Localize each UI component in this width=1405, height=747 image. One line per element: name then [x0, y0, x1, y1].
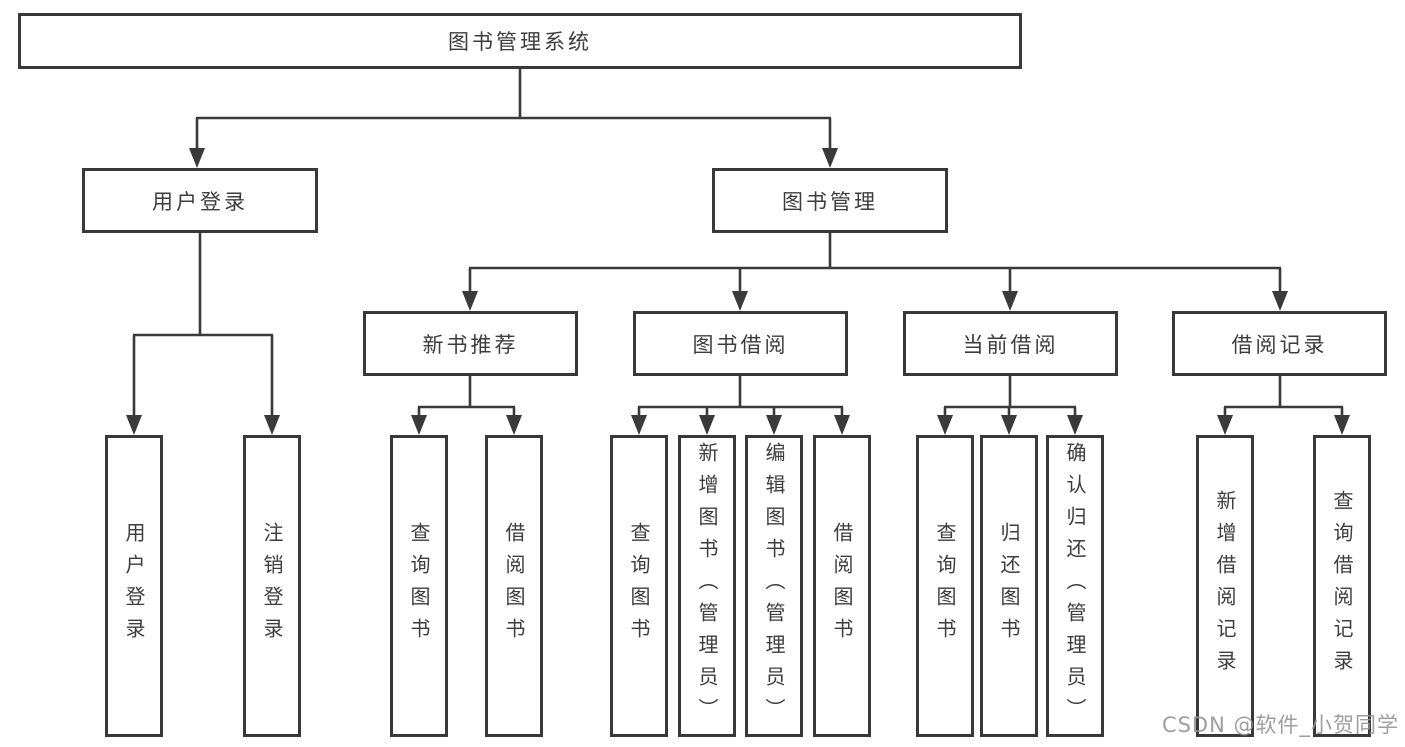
- leaf-edit-books-admin: 编辑图书（管理员）: [745, 435, 803, 737]
- node-label: 图书管理系统: [448, 30, 592, 54]
- node-label: 当前借阅: [962, 332, 1059, 357]
- leaf-logout: 注销登录: [243, 435, 301, 737]
- node-label: 用户登录: [122, 522, 146, 650]
- leaf-return-books: 归还图书: [980, 435, 1038, 737]
- leaf-query-books-borrow: 查询图书: [610, 435, 668, 737]
- csdn-watermark: CSDN @软件_小贺同学: [1161, 713, 1399, 737]
- node-label: 新增借阅记录: [1213, 490, 1237, 682]
- arrow-down-icon: [506, 415, 522, 435]
- node-library-management-system: 图书管理系统: [18, 13, 1022, 69]
- leaf-query-books-current: 查询图书: [916, 435, 974, 737]
- arrow-down-icon: [1217, 415, 1233, 435]
- node-label: 编辑图书（管理员）: [762, 442, 786, 730]
- node-label: 图书管理: [782, 189, 878, 214]
- node-new-book-recommend: 新书推荐: [363, 311, 578, 376]
- arrow-down-icon: [699, 415, 715, 435]
- arrow-down-icon: [126, 415, 142, 435]
- leaf-borrow-books: 借阅图书: [813, 435, 871, 737]
- node-label: 用户登录: [152, 189, 248, 214]
- arrow-down-icon: [937, 415, 953, 435]
- arrow-down-icon: [834, 415, 850, 435]
- node-label: 图书借阅: [692, 332, 789, 357]
- arrow-down-icon: [1002, 291, 1018, 311]
- arrow-down-icon: [411, 415, 427, 435]
- leaf-confirm-return-admin: 确认归还（管理员）: [1046, 435, 1104, 737]
- leaf-query-borrow-record: 查询借阅记录: [1313, 435, 1371, 737]
- node-book-management: 图书管理: [712, 168, 948, 233]
- node-label: 确认归还（管理员）: [1063, 442, 1087, 730]
- leaf-user-login: 用户登录: [105, 435, 163, 737]
- leaf-add-books-admin: 新增图书（管理员）: [678, 435, 736, 737]
- arrow-down-icon: [1272, 291, 1288, 311]
- node-current-borrow: 当前借阅: [903, 311, 1118, 376]
- arrow-down-icon: [631, 415, 647, 435]
- node-book-borrow: 图书借阅: [633, 311, 848, 376]
- arrow-down-icon: [732, 291, 748, 311]
- arrow-down-icon: [1334, 415, 1350, 435]
- node-label: 新书推荐: [422, 332, 519, 357]
- arrow-down-icon: [462, 291, 478, 311]
- leaf-add-borrow-record: 新增借阅记录: [1196, 435, 1254, 737]
- node-user-login: 用户登录: [82, 168, 318, 233]
- node-label: 新增图书（管理员）: [695, 442, 719, 730]
- arrow-down-icon: [189, 148, 205, 168]
- node-label: 查询图书: [407, 522, 431, 650]
- node-label: 注销登录: [260, 522, 284, 650]
- arrow-down-icon: [1067, 415, 1083, 435]
- node-label: 借阅图书: [830, 522, 854, 650]
- leaf-borrow-books-recommend: 借阅图书: [485, 435, 543, 737]
- leaf-query-books-recommend: 查询图书: [390, 435, 448, 737]
- node-label: 借阅图书: [502, 522, 526, 650]
- arrow-down-icon: [1001, 415, 1017, 435]
- node-label: 查询借阅记录: [1330, 490, 1354, 682]
- arrow-down-icon: [766, 415, 782, 435]
- node-label: 归还图书: [997, 522, 1021, 650]
- node-borrow-records: 借阅记录: [1172, 311, 1387, 376]
- arrow-down-icon: [822, 148, 838, 168]
- arrow-down-icon: [264, 415, 280, 435]
- node-label: 查询图书: [627, 522, 651, 650]
- node-label: 查询图书: [933, 522, 957, 650]
- node-label: 借阅记录: [1231, 332, 1328, 357]
